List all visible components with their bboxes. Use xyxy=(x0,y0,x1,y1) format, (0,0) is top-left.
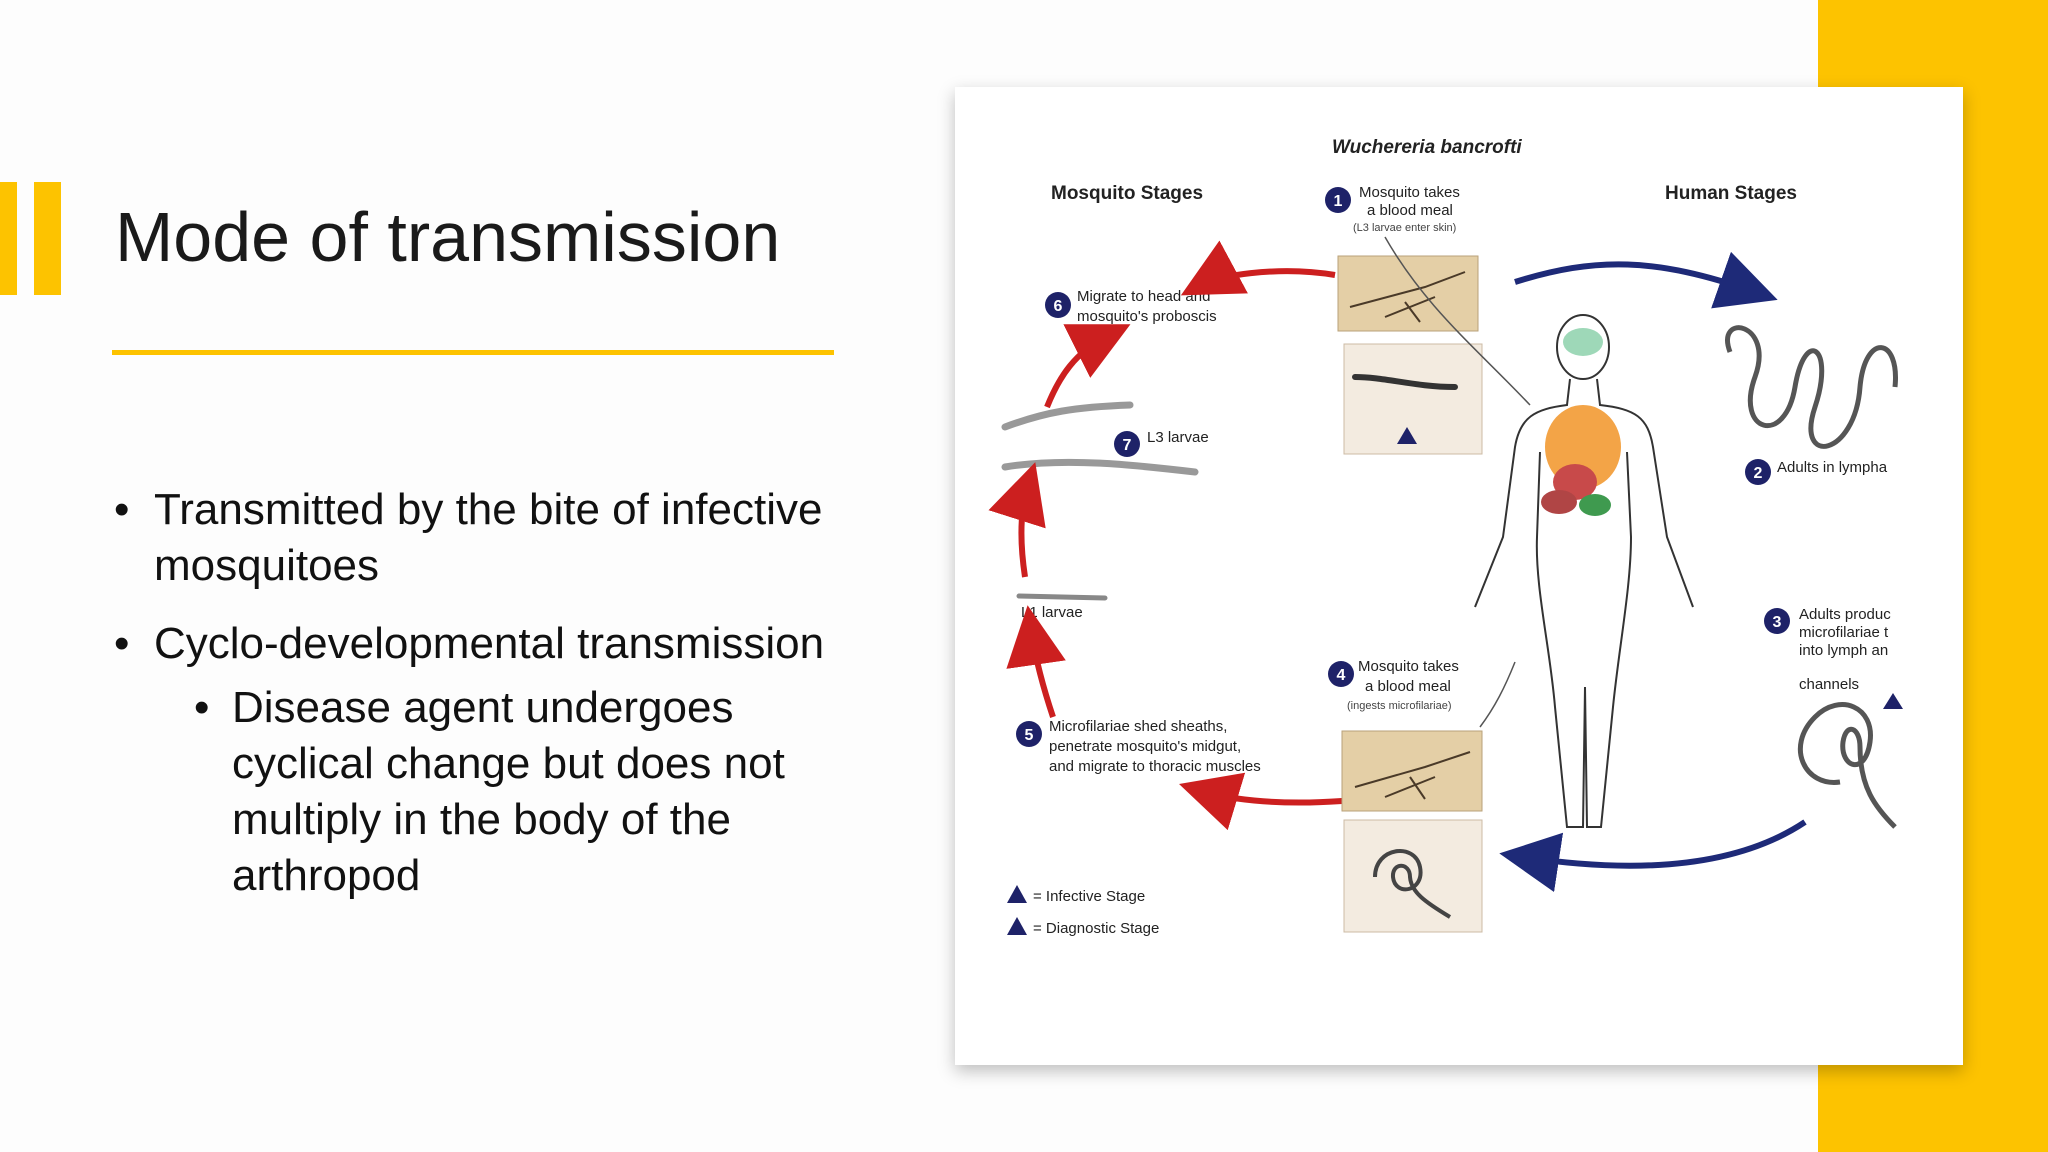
step-1-marker xyxy=(1325,187,1351,213)
step-6-number: 6 xyxy=(1054,298,1063,315)
step-4-note: (ingests microfilariae) xyxy=(1347,700,1452,712)
pointer-line xyxy=(1479,661,1516,728)
l1-larvae-label: L1 larvae xyxy=(1021,604,1083,621)
step-5-marker xyxy=(1016,721,1042,747)
step-3-text: into lymph an xyxy=(1799,642,1888,659)
step-3-text: channels xyxy=(1799,676,1859,693)
liver-illustration xyxy=(1541,490,1577,514)
microfilaria-illustration xyxy=(1797,702,1897,829)
title-accent-mark xyxy=(0,182,61,295)
l3-larvae-illustration xyxy=(1001,458,1199,476)
brain-illustration xyxy=(1563,328,1603,356)
step-5-number: 5 xyxy=(1025,727,1034,744)
blue-cycle-arrow xyxy=(1499,819,1807,893)
legend-diagnostic-text: = Diagnostic Stage xyxy=(1033,920,1159,937)
l3-larvae-illustration xyxy=(1001,401,1134,431)
step-3-number: 3 xyxy=(1773,614,1782,631)
sub-bullet-text: Disease agent undergoes cyclical change … xyxy=(232,683,785,900)
mosquito-photo-top xyxy=(1337,255,1479,332)
sub-bullet-item: Disease agent undergoes cyclical change … xyxy=(154,680,852,904)
step-4-text: Mosquito takes xyxy=(1358,658,1459,675)
step-7-marker xyxy=(1114,431,1140,457)
mosquito-stages-label: Mosquito Stages xyxy=(1051,183,1203,204)
step-7-text: L3 larvae xyxy=(1147,429,1209,446)
legend-infective-icon xyxy=(1007,885,1027,903)
step-4-number: 4 xyxy=(1337,667,1346,684)
red-cycle-arrow xyxy=(1179,772,1343,831)
red-cycle-arrow xyxy=(1006,605,1066,718)
step-3-marker xyxy=(1764,608,1790,634)
diagnostic-stage-icon xyxy=(1883,693,1903,709)
legend-diagnostic-icon xyxy=(1007,917,1027,935)
life-cycle-figure: Wuchereria bancrofti Mosquito Stages Hum… xyxy=(955,87,1963,1065)
bullet-list: Transmitted by the bite of infective mos… xyxy=(112,482,852,926)
pointer-line xyxy=(1384,236,1531,406)
step-4-marker xyxy=(1328,661,1354,687)
human-body-illustration xyxy=(1474,314,1694,828)
step-1-number: 1 xyxy=(1334,193,1343,210)
l3-larva-panel xyxy=(1343,343,1483,455)
adult-worms-illustration xyxy=(1725,325,1898,449)
step-2-text: Adults in lympha xyxy=(1777,459,1888,476)
step-4-text: a blood meal xyxy=(1365,678,1451,695)
step-2-marker xyxy=(1745,459,1771,485)
step-3-text: microfilariae t xyxy=(1799,624,1889,641)
legend-infective-text: = Infective Stage xyxy=(1033,888,1145,905)
figure-title: Wuchereria bancrofti xyxy=(1332,137,1522,158)
step-6-text: Migrate to head and xyxy=(1077,288,1210,305)
stomach-illustration xyxy=(1579,494,1611,516)
red-cycle-arrow xyxy=(1180,240,1336,296)
slide-title: Mode of transmission xyxy=(115,198,781,276)
step-6-marker xyxy=(1045,292,1071,318)
bullet-item: Cyclo-developmental transmission Disease… xyxy=(112,616,852,904)
human-stages-label: Human Stages xyxy=(1665,183,1797,204)
step-1-note: (L3 larvae enter skin) xyxy=(1353,222,1456,234)
step-5-text: and migrate to thoracic muscles xyxy=(1049,758,1261,775)
step-1-text: Mosquito takes xyxy=(1359,184,1460,201)
step-6-text: mosquito's proboscis xyxy=(1077,308,1217,325)
infective-stage-icon xyxy=(1397,427,1417,444)
step-5-text: penetrate mosquito's midgut, xyxy=(1049,738,1241,755)
bullet-item: Transmitted by the bite of infective mos… xyxy=(112,482,852,594)
l1-larvae-illustration xyxy=(1016,593,1108,601)
title-underline xyxy=(112,350,834,355)
microfilaria-panel xyxy=(1343,819,1483,933)
step-3-text: Adults produc xyxy=(1799,606,1891,623)
bullet-text: Cyclo-developmental transmission xyxy=(154,619,825,668)
step-7-number: 7 xyxy=(1123,437,1132,454)
red-cycle-arrow xyxy=(988,462,1046,578)
step-1-text: a blood meal xyxy=(1367,202,1453,219)
blue-cycle-arrow xyxy=(1514,251,1778,309)
red-cycle-arrow xyxy=(1044,324,1131,409)
step-5-text: Microfilariae shed sheaths, xyxy=(1049,718,1227,735)
life-cycle-diagram: Wuchereria bancrofti Mosquito Stages Hum… xyxy=(988,137,1903,937)
step-2-number: 2 xyxy=(1754,465,1763,482)
bullet-text: Transmitted by the bite of infective mos… xyxy=(154,485,823,590)
